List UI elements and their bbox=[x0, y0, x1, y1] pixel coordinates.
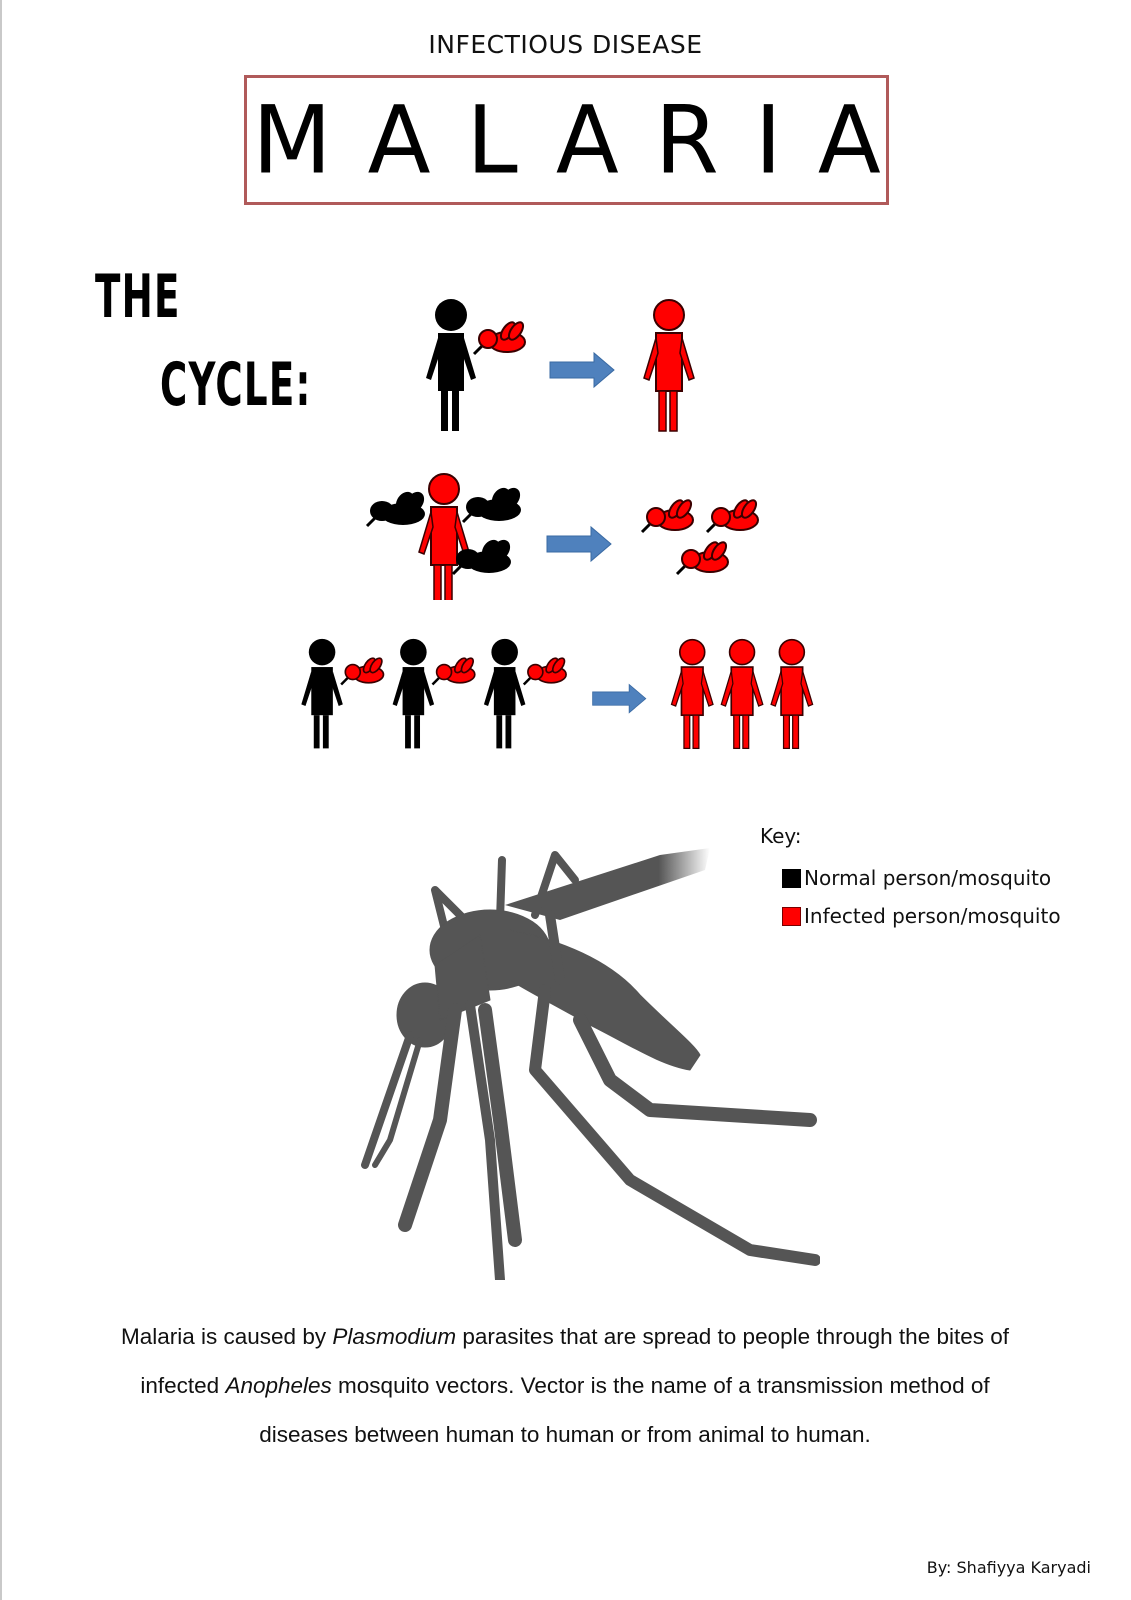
author-credit: By: Shafiyya Karyadi bbox=[926, 1558, 1091, 1577]
cycle-heading-cycle: CYCLE: bbox=[160, 350, 312, 420]
black-swatch-icon bbox=[782, 868, 801, 888]
infected-person-icon bbox=[418, 473, 470, 600]
infected-mosquito-icon bbox=[431, 654, 477, 686]
description-paragraph: Malaria is caused by Plasmodium parasite… bbox=[100, 1312, 1030, 1459]
arrow-icon bbox=[546, 526, 612, 562]
red-swatch-icon bbox=[782, 906, 801, 926]
infected-person-icon bbox=[670, 638, 714, 750]
arrow-icon bbox=[549, 352, 615, 388]
legend-label: Infected person/mosquito bbox=[804, 904, 1061, 928]
normal-person-icon bbox=[392, 638, 435, 749]
cycle-row-2 bbox=[365, 473, 761, 600]
infected-person-icon bbox=[720, 638, 764, 750]
legend-item-infected: Infected person/mosquito bbox=[782, 904, 1061, 928]
normal-person-icon bbox=[426, 299, 476, 431]
normal-person-icon bbox=[301, 638, 343, 749]
infected-person-icon bbox=[770, 638, 814, 750]
description-text: mosquito vectors. Vector is the name of … bbox=[259, 1373, 990, 1447]
arrow-icon bbox=[592, 684, 647, 714]
infected-mosquito-icon bbox=[522, 654, 569, 686]
legend-title: Key: bbox=[760, 824, 802, 848]
infected-mosquito-icon bbox=[339, 654, 386, 686]
normal-mosquito-icon bbox=[461, 482, 526, 524]
legend: Key: Normal person/mosquito Infected per… bbox=[760, 824, 1061, 942]
title-box: MALARIA bbox=[244, 75, 889, 205]
page-edge bbox=[0, 0, 2, 1600]
genus-anopheles: Anopheles bbox=[225, 1373, 332, 1398]
infected-mosquito-icon bbox=[640, 496, 696, 534]
normal-person-icon bbox=[483, 638, 526, 749]
infected-mosquito-icon bbox=[705, 496, 761, 534]
cycle-heading-the: THE bbox=[95, 262, 181, 332]
page-title: MALARIA bbox=[252, 85, 917, 195]
genus-plasmodium: Plasmodium bbox=[332, 1324, 457, 1349]
infected-mosquito-icon bbox=[472, 318, 528, 356]
subtitle: INFECTIOUS DISEASE bbox=[428, 30, 703, 59]
description-text: Malaria is caused by bbox=[120, 1324, 333, 1349]
mosquito-silhouette-icon bbox=[361, 848, 820, 1280]
cycle-row-3 bbox=[301, 638, 814, 750]
cycle-row-1 bbox=[426, 299, 695, 432]
normal-mosquito-icon bbox=[365, 486, 430, 528]
legend-label: Normal person/mosquito bbox=[804, 866, 1052, 890]
description-text: parasites that are spread to people thro… bbox=[140, 1324, 1010, 1398]
infected-mosquito-icon bbox=[675, 538, 731, 576]
infected-person-icon bbox=[643, 299, 695, 432]
legend-item-normal: Normal person/mosquito bbox=[782, 866, 1061, 890]
